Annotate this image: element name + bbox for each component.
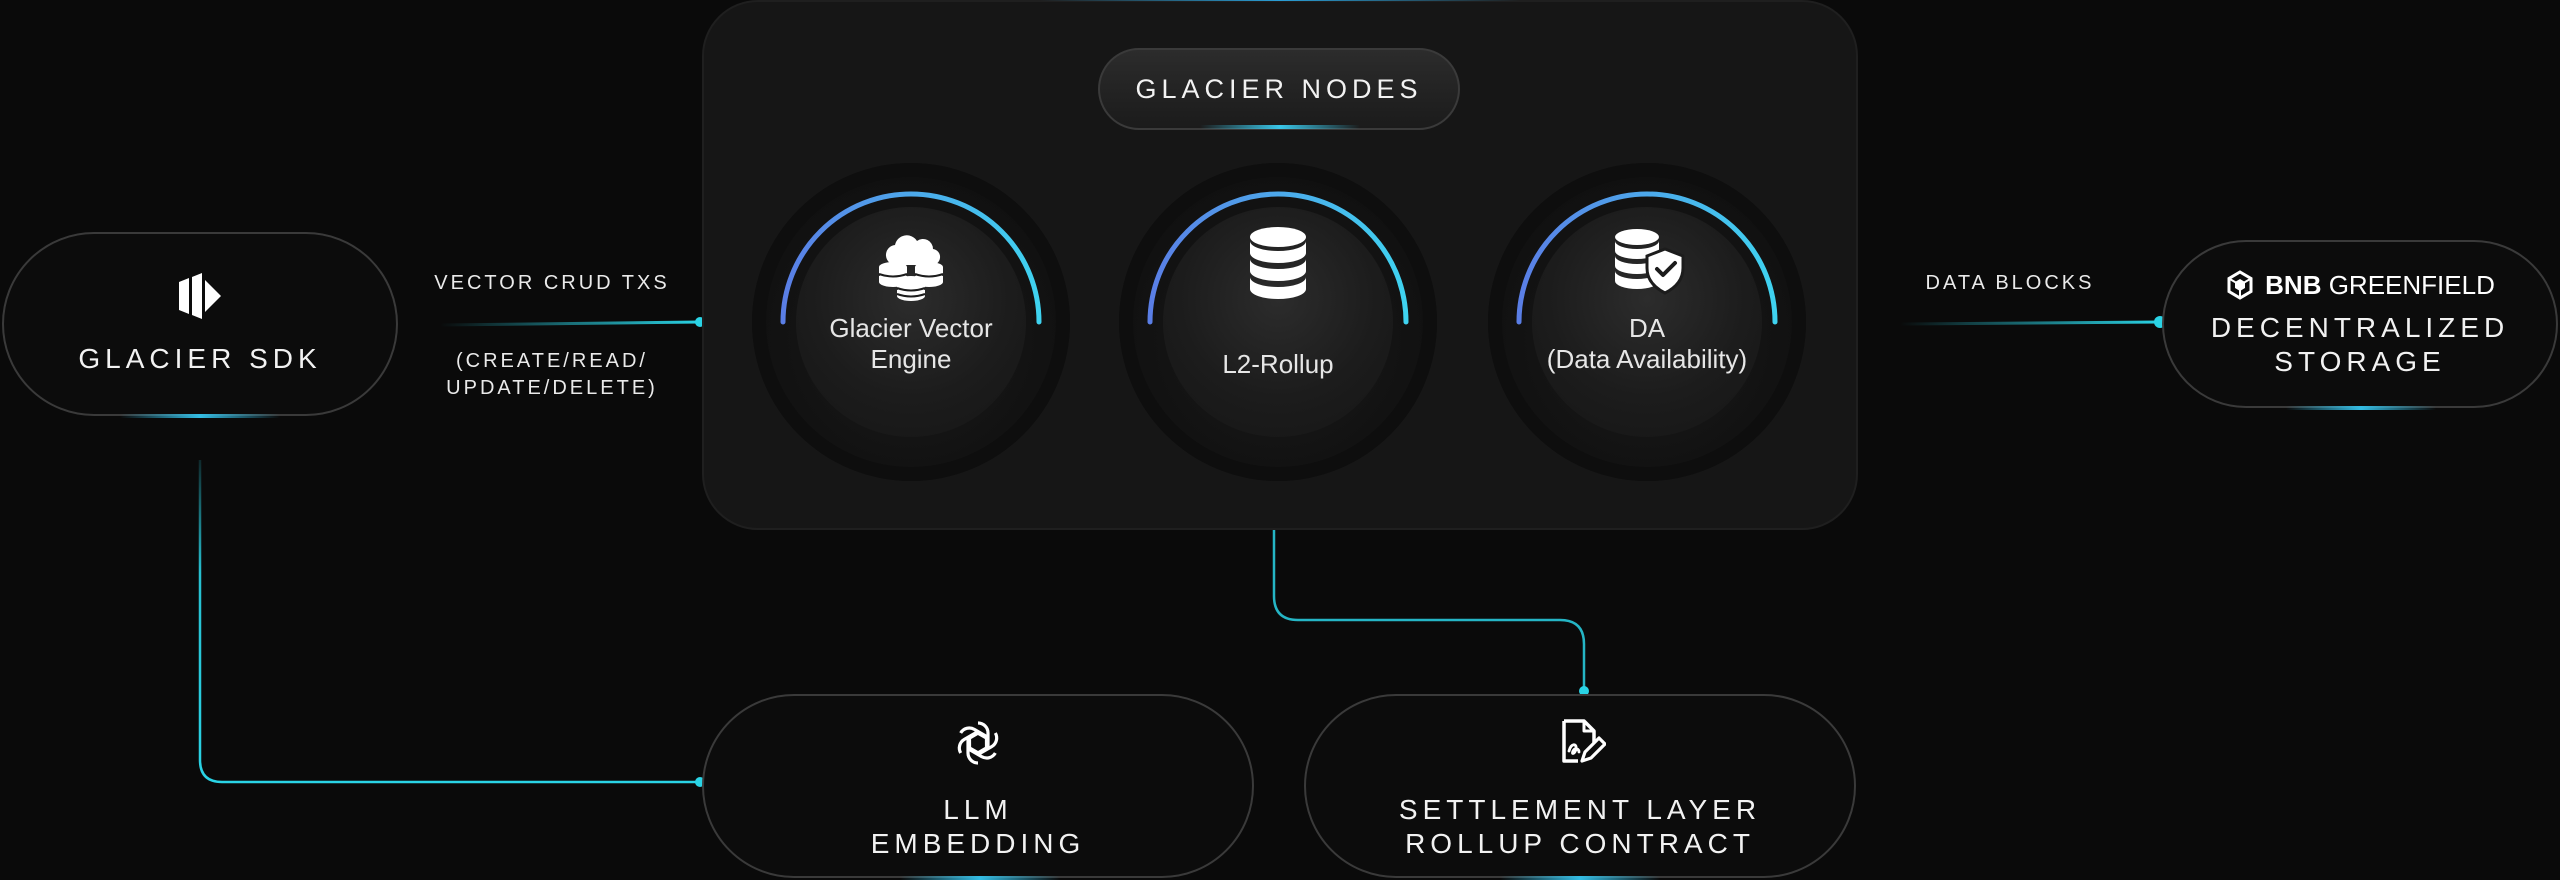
bnb-bold: BNB bbox=[2265, 269, 2322, 300]
llm-glow bbox=[900, 876, 1060, 880]
sdk-to-llm-line bbox=[198, 460, 700, 784]
openai-logo-icon bbox=[957, 721, 999, 765]
glacier-sdk-node[interactable]: GLACIER SDK bbox=[2, 232, 398, 416]
node-label: DA (Data Availability) bbox=[1546, 313, 1748, 374]
node-label: L2-Rollup bbox=[1222, 349, 1334, 379]
decentralized-storage-node[interactable]: BNB GREENFIELD DECENTRALIZED STORAGE bbox=[2162, 240, 2558, 408]
title-glow bbox=[1200, 125, 1360, 129]
bnb-greenfield-logo-icon bbox=[2227, 270, 2253, 300]
sdk-glow bbox=[120, 414, 280, 418]
cloud-database-icon bbox=[878, 235, 944, 301]
node-arc bbox=[1516, 191, 1778, 325]
edge-label-crud-detail: (CREATE/READ/ UPDATE/DELETE) bbox=[446, 350, 658, 399]
glacier-logo-icon bbox=[179, 273, 221, 319]
settlement-layer-node[interactable]: SETTLEMENT LAYER ROLLUP CONTRACT bbox=[1304, 694, 1856, 878]
llm-embedding-label: LLM EMBEDDING bbox=[870, 794, 1086, 859]
node-l2-rollup[interactable]: L2-Rollup bbox=[1119, 163, 1437, 481]
node-arc bbox=[780, 191, 1042, 325]
node-glacier-vector-engine[interactable]: Glacier Vector Engine bbox=[752, 163, 1070, 481]
glacier-nodes-title: GLACIER NODES bbox=[1098, 48, 1460, 130]
database-shield-icon bbox=[1615, 229, 1685, 295]
contract-sign-icon bbox=[1562, 719, 1606, 763]
llm-embedding-node[interactable]: LLM EMBEDDING bbox=[702, 694, 1254, 878]
node-arc bbox=[1147, 191, 1409, 325]
nodes-to-storage-line bbox=[1899, 320, 2161, 326]
decentralized-storage-label: DECENTRALIZED STORAGE bbox=[2210, 311, 2510, 377]
node-core bbox=[1532, 207, 1762, 437]
panel-top-glow bbox=[1040, 0, 1520, 1]
greenfield-text: GREENFIELD bbox=[2321, 269, 2495, 300]
settlement-layer-label: SETTLEMENT LAYER ROLLUP CONTRACT bbox=[1398, 794, 1762, 859]
sdk-to-nodes-line bbox=[439, 320, 701, 327]
bnb-greenfield-brand: BNB GREENFIELD bbox=[2225, 270, 2495, 301]
edge-label-data-blocks: DATA BLOCKS bbox=[1925, 272, 2095, 294]
rollup-to-settlement-line bbox=[1272, 456, 1586, 690]
settlement-glow bbox=[1500, 876, 1660, 880]
storage-glow bbox=[2286, 406, 2436, 410]
glacier-sdk-label: GLACIER SDK bbox=[78, 343, 322, 374]
node-data-availability[interactable]: DA (Data Availability) bbox=[1488, 163, 1806, 481]
node-label: Glacier Vector Engine bbox=[829, 313, 993, 374]
database-icon bbox=[1250, 227, 1306, 299]
rollup-to-settlement-dot bbox=[1579, 686, 1589, 696]
bnb-greenfield-wordmark: BNB GREENFIELD bbox=[2265, 270, 2495, 301]
edge-label-vector-crud: VECTOR CRUD TXS bbox=[434, 272, 670, 294]
